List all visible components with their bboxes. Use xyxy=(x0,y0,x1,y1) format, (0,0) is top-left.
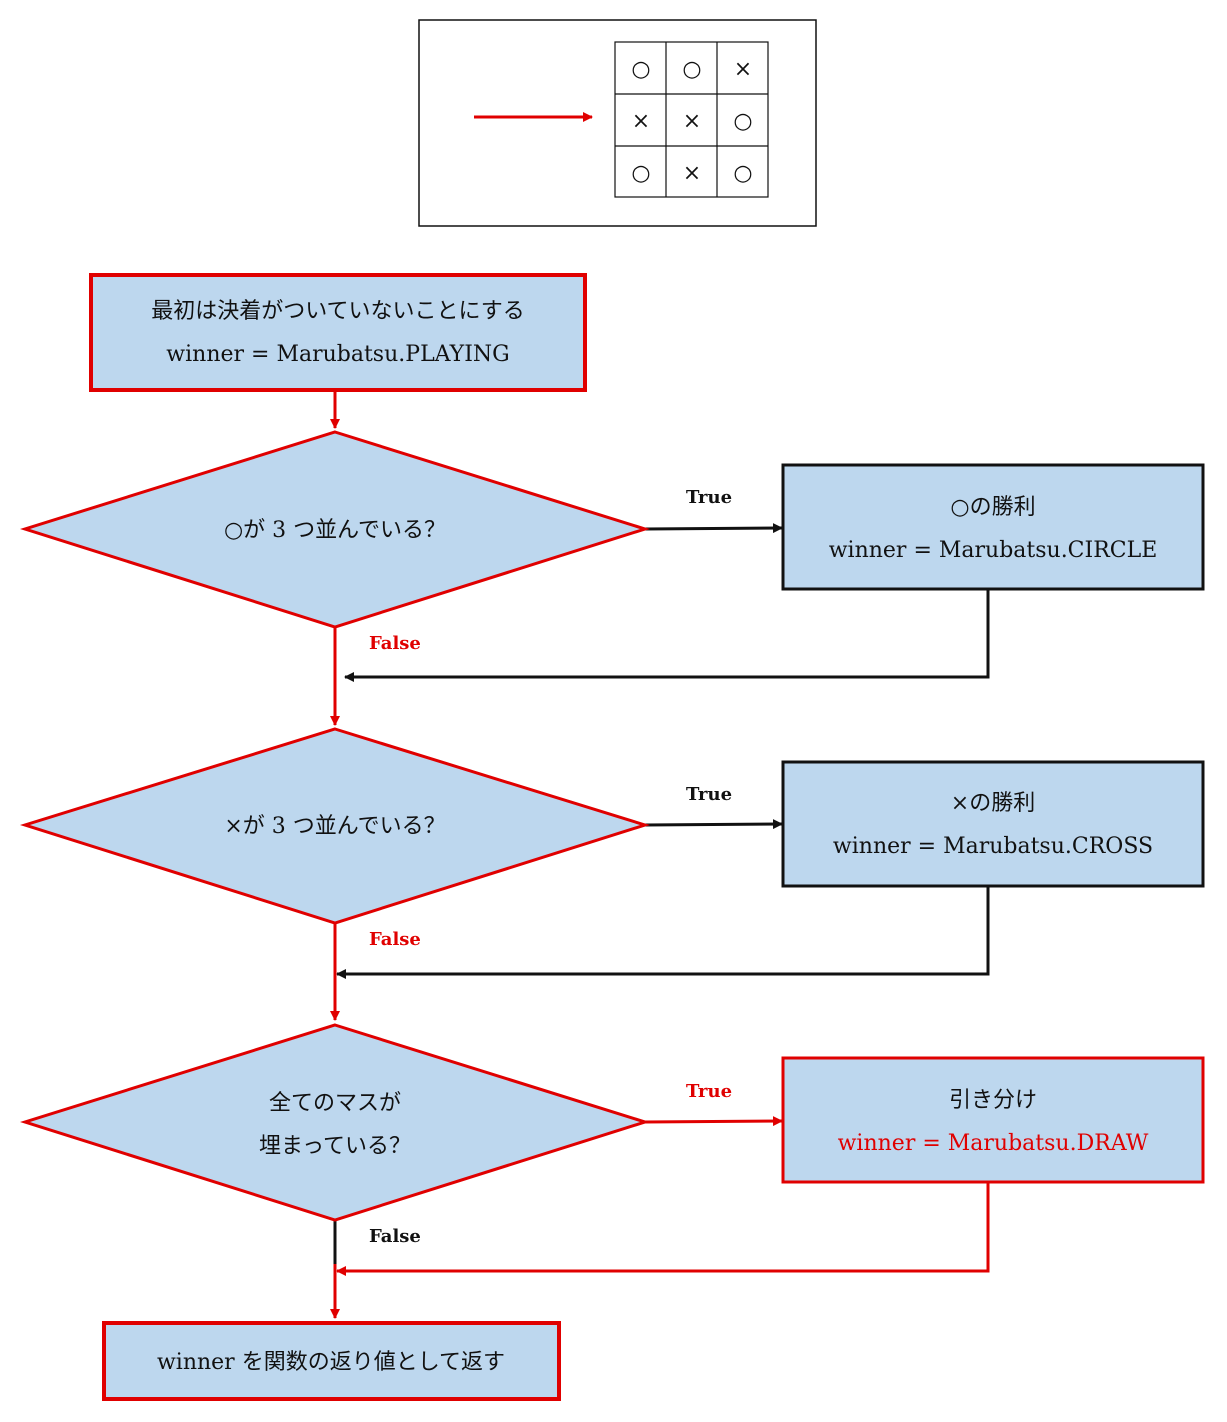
result1-line1: ○の勝利 xyxy=(950,495,1035,520)
edge-result1-return xyxy=(344,590,990,682)
result-circle-wins-box: ○の勝利 winner = Marubatsu.CIRCLE xyxy=(781,463,1205,591)
start-process-box: 最初は決着がついていないことにする winner = Marubatsu.PLA… xyxy=(89,273,587,392)
result-cross-wins-box: ×の勝利 winner = Marubatsu.CROSS xyxy=(781,760,1205,888)
decision2-true-label: True xyxy=(686,784,732,805)
decision1-false-label: False xyxy=(369,633,421,654)
result1-line2: winner = Marubatsu.CIRCLE xyxy=(829,538,1158,563)
edge-result3-return xyxy=(336,1183,990,1276)
decision-board-full: 全てのマスが 埋まっている？ xyxy=(20,1023,650,1222)
connectors xyxy=(330,391,990,1319)
edge-result2-return xyxy=(336,887,990,979)
board-cell: ○ xyxy=(631,161,650,186)
decision3-false-label: False xyxy=(369,1226,421,1247)
end-text: winner を関数の返り値として返す xyxy=(157,1350,505,1375)
result-draw-box: 引き分け winner = Marubatsu.DRAW xyxy=(781,1056,1205,1184)
board-grid xyxy=(614,41,769,198)
decision3-line1: 全てのマスが xyxy=(269,1091,401,1116)
result3-line2: winner = Marubatsu.DRAW xyxy=(838,1131,1149,1156)
edge-decision2-true xyxy=(644,819,783,830)
decision1-text: ○が 3 つ並んでいる？ xyxy=(224,518,446,543)
board-cell: × xyxy=(683,109,701,134)
board-cell: ○ xyxy=(631,57,650,82)
decision2-false-label: False xyxy=(369,929,421,950)
board-cell: ○ xyxy=(733,161,752,186)
result2-line1: ×の勝利 xyxy=(951,791,1035,816)
board-cell: × xyxy=(683,161,701,186)
result3-line1: 引き分け xyxy=(949,1088,1037,1113)
decision-cross-three: ×が 3 つ並んでいる？ xyxy=(19,727,651,925)
start-line2: winner = Marubatsu.PLAYING xyxy=(166,342,509,367)
board-cell: ○ xyxy=(682,57,701,82)
edge-decision3-true xyxy=(644,1116,783,1127)
end-return-box: winner を関数の返り値として返す xyxy=(102,1321,561,1401)
edge-decision1-true xyxy=(644,523,783,534)
decision1-true-label: True xyxy=(686,487,732,508)
board-illustration: ○ ○ × × × ○ ○ × ○ xyxy=(418,19,817,227)
decision3-line2: 埋まっている？ xyxy=(259,1134,411,1159)
board-cell: ○ xyxy=(733,109,752,134)
start-line1: 最初は決着がついていないことにする xyxy=(151,299,525,324)
decision-circle-three: ○が 3 つ並んでいる？ xyxy=(20,430,650,629)
result2-line2: winner = Marubatsu.CROSS xyxy=(833,834,1153,859)
board-cell: × xyxy=(734,57,752,82)
decision3-true-label: True xyxy=(686,1081,732,1102)
board-frame xyxy=(418,19,817,227)
decision2-text: ×が 3 つ並んでいる？ xyxy=(224,814,445,839)
board-cell: × xyxy=(632,109,650,134)
